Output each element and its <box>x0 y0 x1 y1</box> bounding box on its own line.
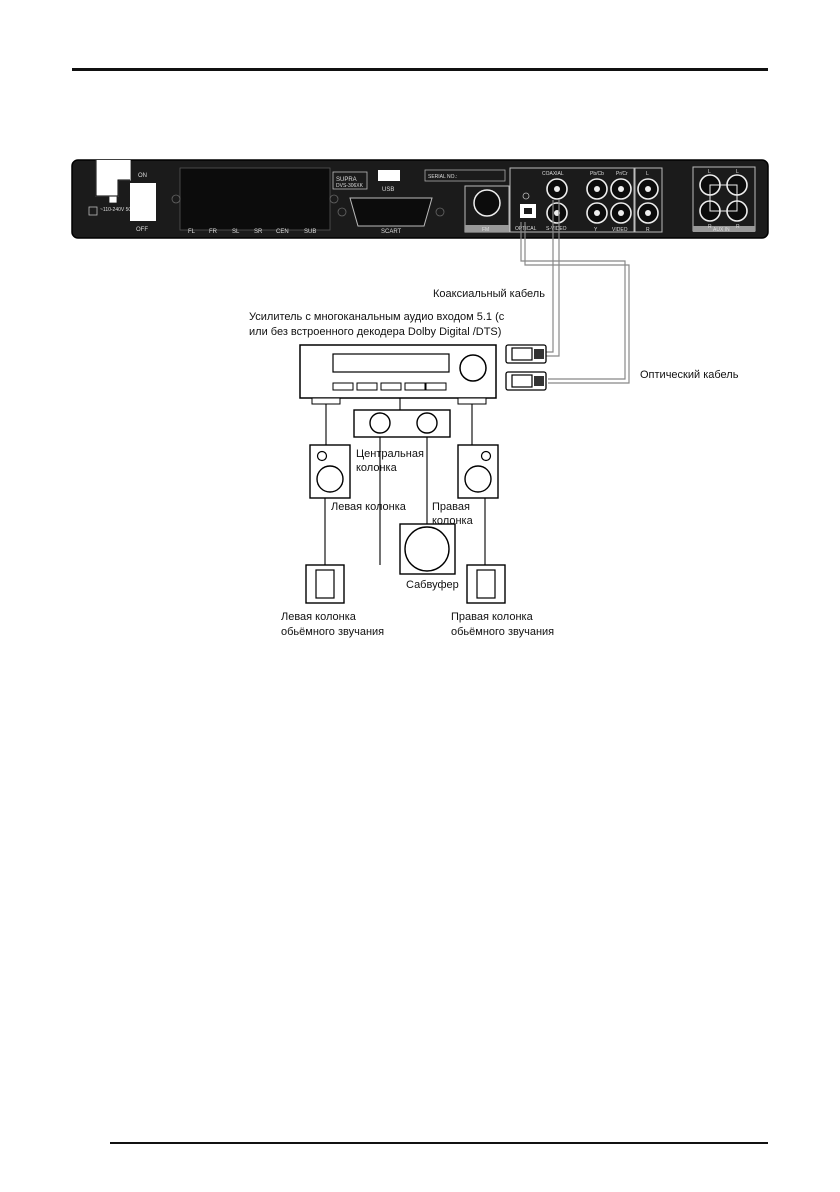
coaxial-port-label: COAXIAL <box>542 171 564 177</box>
channel-fl-label: FL <box>188 229 196 235</box>
amplifier-label-line1: Усилитель с многоканальным аудио входом … <box>249 311 505 323</box>
right-surround-label-line2: обьёмного звучания <box>451 626 555 638</box>
right-speaker-label-line2: колонка <box>432 515 473 527</box>
amplifier-label-line2: или без встроенного декодера Dolby Digit… <box>249 326 502 338</box>
aux-in-label: AUX IN <box>713 227 730 233</box>
header-rule <box>72 68 768 71</box>
usb-label: USB <box>382 187 394 193</box>
right-front-speaker <box>457 444 499 499</box>
channel-fr-label: FR <box>209 229 218 235</box>
scart-label: SCART <box>381 229 402 235</box>
aux-r1-label: R <box>708 224 712 230</box>
power-off-label: OFF <box>136 227 148 233</box>
channel-cen-label: CEN <box>276 229 289 235</box>
center-speaker <box>353 409 451 438</box>
subwoofer-label: Сабвуфер <box>406 579 459 591</box>
subwoofer <box>399 523 456 575</box>
voltage-label: ~110-240V 50/60Hz <box>100 207 145 213</box>
left-surround-speaker <box>305 564 345 604</box>
audio-l-port-label: L <box>646 171 649 177</box>
channel-sl-label: SL <box>232 229 240 235</box>
optical-cable-label: Оптический кабель <box>640 369 739 381</box>
left-front-speaker <box>309 444 351 499</box>
aux-l2-label: L <box>736 169 739 175</box>
left-surround-label-line2: обьёмного звучания <box>281 626 385 638</box>
left-speaker-label: Левая колонка <box>331 501 406 513</box>
aux-l1-label: L <box>708 169 711 175</box>
power-on-label: ON <box>138 173 147 179</box>
center-speaker-label-line2: колонка <box>356 462 397 474</box>
amplifier <box>299 344 497 405</box>
right-surround-speaker <box>466 564 506 604</box>
center-speaker-label-line1: Центральная <box>356 448 424 460</box>
serial-label: SERIAL NO.: <box>428 174 457 180</box>
prcr-port-label: Pr/Cr <box>616 171 628 177</box>
footer-rule <box>110 1142 768 1144</box>
optical-plug <box>505 371 547 391</box>
optical-port-label: OPTICAL <box>515 226 537 232</box>
coaxial-cable-label: Коаксиальный кабель <box>433 288 545 300</box>
brand-sub-label: DVS-306XK <box>336 183 364 189</box>
right-surround-label-line1: Правая колонка <box>451 611 533 623</box>
player-rear-panel: ~110-240V 50/60Hz ON OFF SUPRA DVS-306XK… <box>71 159 769 239</box>
video-port-label: VIDEO <box>612 227 628 233</box>
left-surround-label-line1: Левая колонка <box>281 611 356 623</box>
speaker-wires <box>324 398 486 565</box>
channel-sr-label: SR <box>254 229 263 235</box>
optical-cable <box>520 222 630 384</box>
channel-sub-label: SUB <box>304 229 316 235</box>
y-port-label: Y <box>594 227 598 233</box>
pbcb-port-label: Pb/Cb <box>590 171 604 177</box>
brand-label: SUPRA <box>336 177 357 183</box>
svideo-port-label: S-VIDEO <box>546 226 567 232</box>
fm-label: FM <box>482 227 489 233</box>
audio-r-port-label: R <box>646 227 650 233</box>
aux-r2-label: R <box>736 224 740 230</box>
coaxial-plug <box>505 344 547 364</box>
right-speaker-label-line1: Правая <box>432 501 470 513</box>
